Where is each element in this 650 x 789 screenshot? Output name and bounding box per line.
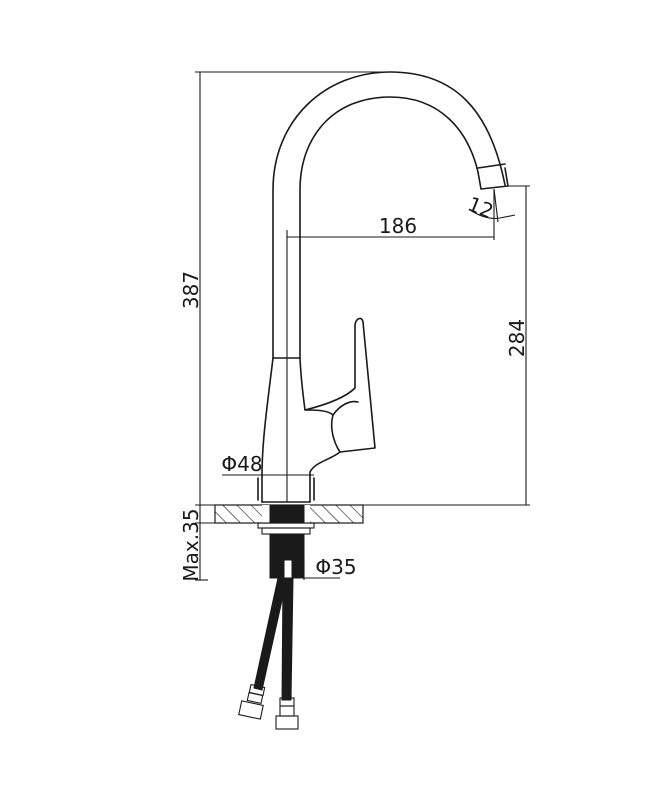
- spout-height-label: 284: [505, 319, 529, 357]
- spout-reach-label: 186: [379, 214, 417, 238]
- spout-angle-ray: [493, 188, 499, 223]
- spout-inner-outline: [299, 96, 479, 359]
- dimension-labels: 387 Max.35 284 186 12 Φ48 Φ35: [179, 192, 529, 582]
- dimension-lines: [195, 71, 530, 581]
- lever-handle: [304, 317, 376, 453]
- faucet-body: [257, 71, 509, 503]
- mounting-hardware: [257, 522, 315, 581]
- spout-tip: [477, 167, 509, 190]
- fixing-plate: [261, 527, 311, 535]
- base-diameter-label: Φ48: [221, 452, 262, 476]
- body-right-outline: [299, 357, 306, 411]
- total-height-label: 387: [179, 271, 203, 309]
- spout-tip-edge: [477, 163, 506, 169]
- supply-hoses: [238, 577, 299, 730]
- cartridge-housing: [309, 451, 341, 503]
- mounting-deck: [214, 504, 364, 524]
- hole-diameter-label: Φ35: [315, 555, 356, 579]
- hose-right: [281, 577, 294, 701]
- hose-right-connector: [275, 697, 299, 730]
- lever-inner-line: [332, 400, 359, 416]
- washer: [257, 522, 315, 529]
- body-left-outline: [261, 357, 274, 503]
- mounting-shank: [269, 504, 305, 524]
- spout-angle-tail: [499, 214, 516, 219]
- center-stud: [283, 559, 293, 581]
- hose-left-connector: [238, 683, 266, 720]
- deck-thickness-label: Max.35: [179, 508, 203, 581]
